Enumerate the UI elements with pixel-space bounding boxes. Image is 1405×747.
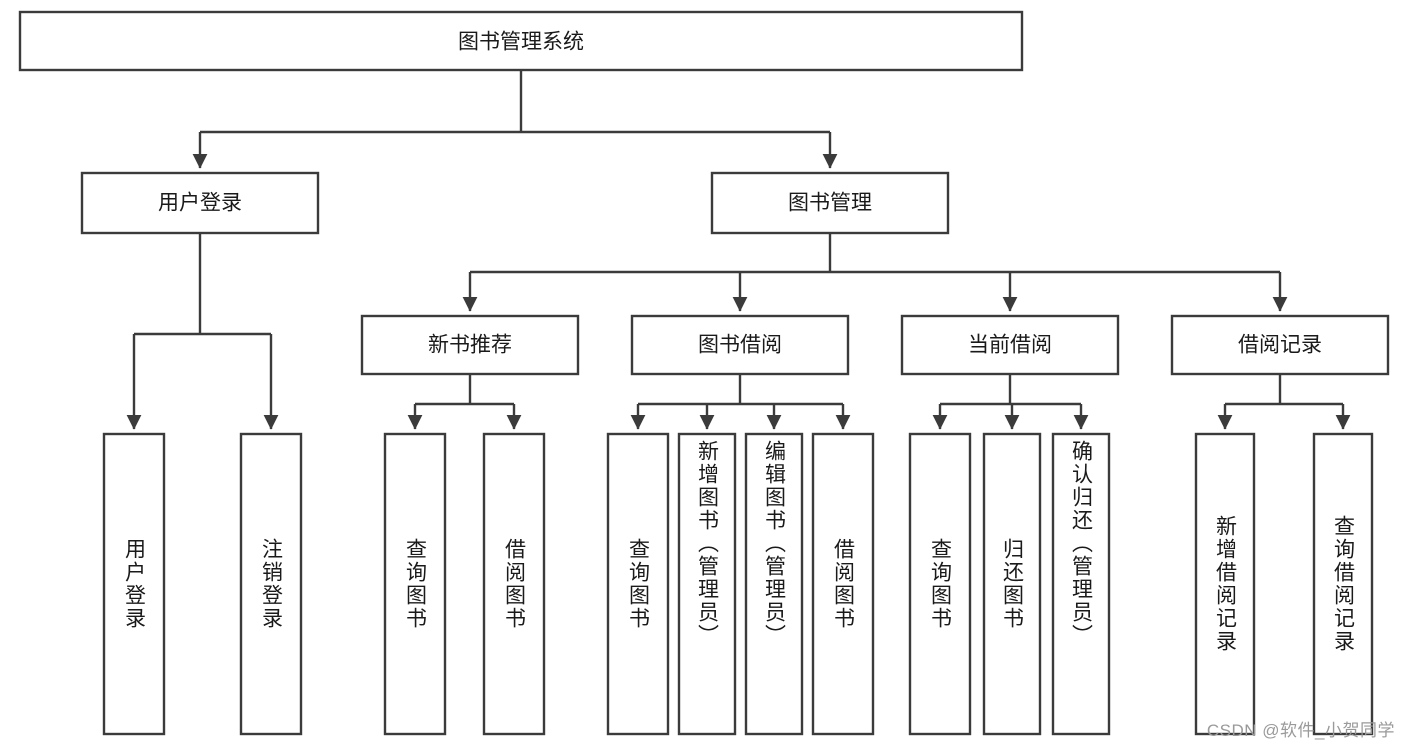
leaf-borrow-book-rec-box[interactable] [482,432,546,736]
leaf-boxes [102,432,1374,736]
leaf-query-book-cur-box[interactable] [908,432,972,736]
root-box[interactable] [18,10,1024,72]
connector-newbook-to-leaves [407,374,522,430]
leaf-edit-book-admin-box[interactable] [744,432,804,736]
root-label: 图书管理系统 [458,31,584,54]
leaf-confirm-return-admin-box[interactable] [1051,432,1111,736]
connector-bookmanage-to-level3 [462,233,1288,312]
connector-userlogin-to-leaves [126,233,279,430]
new-book-recommend-label: 新书推荐 [428,334,512,357]
user-login-label: 用户登录 [158,192,242,215]
book-borrow-label: 图书借阅 [698,334,782,357]
node-book-manage[interactable]: 图书管理 [710,171,950,235]
node-borrow-record[interactable]: 借阅记录 [1170,314,1390,376]
book-manage-box[interactable] [710,171,950,235]
borrow-record-box[interactable] [1170,314,1390,376]
book-borrow-box[interactable] [630,314,850,376]
leaf-query-borrow-record-box[interactable] [1312,432,1374,736]
connector-bookborrow-to-leaves [630,374,851,430]
node-current-borrow[interactable]: 当前借阅 [900,314,1120,376]
connector-borrowrecord-to-leaves [1217,374,1351,430]
current-borrow-label: 当前借阅 [968,334,1052,357]
book-manage-label: 图书管理 [788,192,872,215]
node-new-book-recommend[interactable]: 新书推荐 [360,314,580,376]
node-book-borrow[interactable]: 图书借阅 [630,314,850,376]
connector-currentborrow-to-leaves [932,374,1089,430]
node-root[interactable]: 图书管理系统 [18,10,1024,72]
new-book-recommend-box[interactable] [360,314,580,376]
watermark: CSDN @软件_小贺同学 [1206,721,1395,740]
leaf-borrow-book-borrow-box[interactable] [811,432,875,736]
leaf-return-book-box[interactable] [982,432,1042,736]
user-login-box[interactable] [80,171,320,235]
leaf-logout-login-box[interactable] [239,432,303,736]
leaf-query-book-borrow-box[interactable] [606,432,670,736]
connector-root-to-level2 [192,70,838,169]
current-borrow-box[interactable] [900,314,1120,376]
leaf-user-login-box[interactable] [102,432,166,736]
borrow-record-label: 借阅记录 [1238,334,1322,357]
leaf-add-borrow-record-box[interactable] [1194,432,1256,736]
node-user-login[interactable]: 用户登录 [80,171,320,235]
leaf-query-book-rec-box[interactable] [383,432,447,736]
leaf-add-book-admin-box[interactable] [677,432,737,736]
